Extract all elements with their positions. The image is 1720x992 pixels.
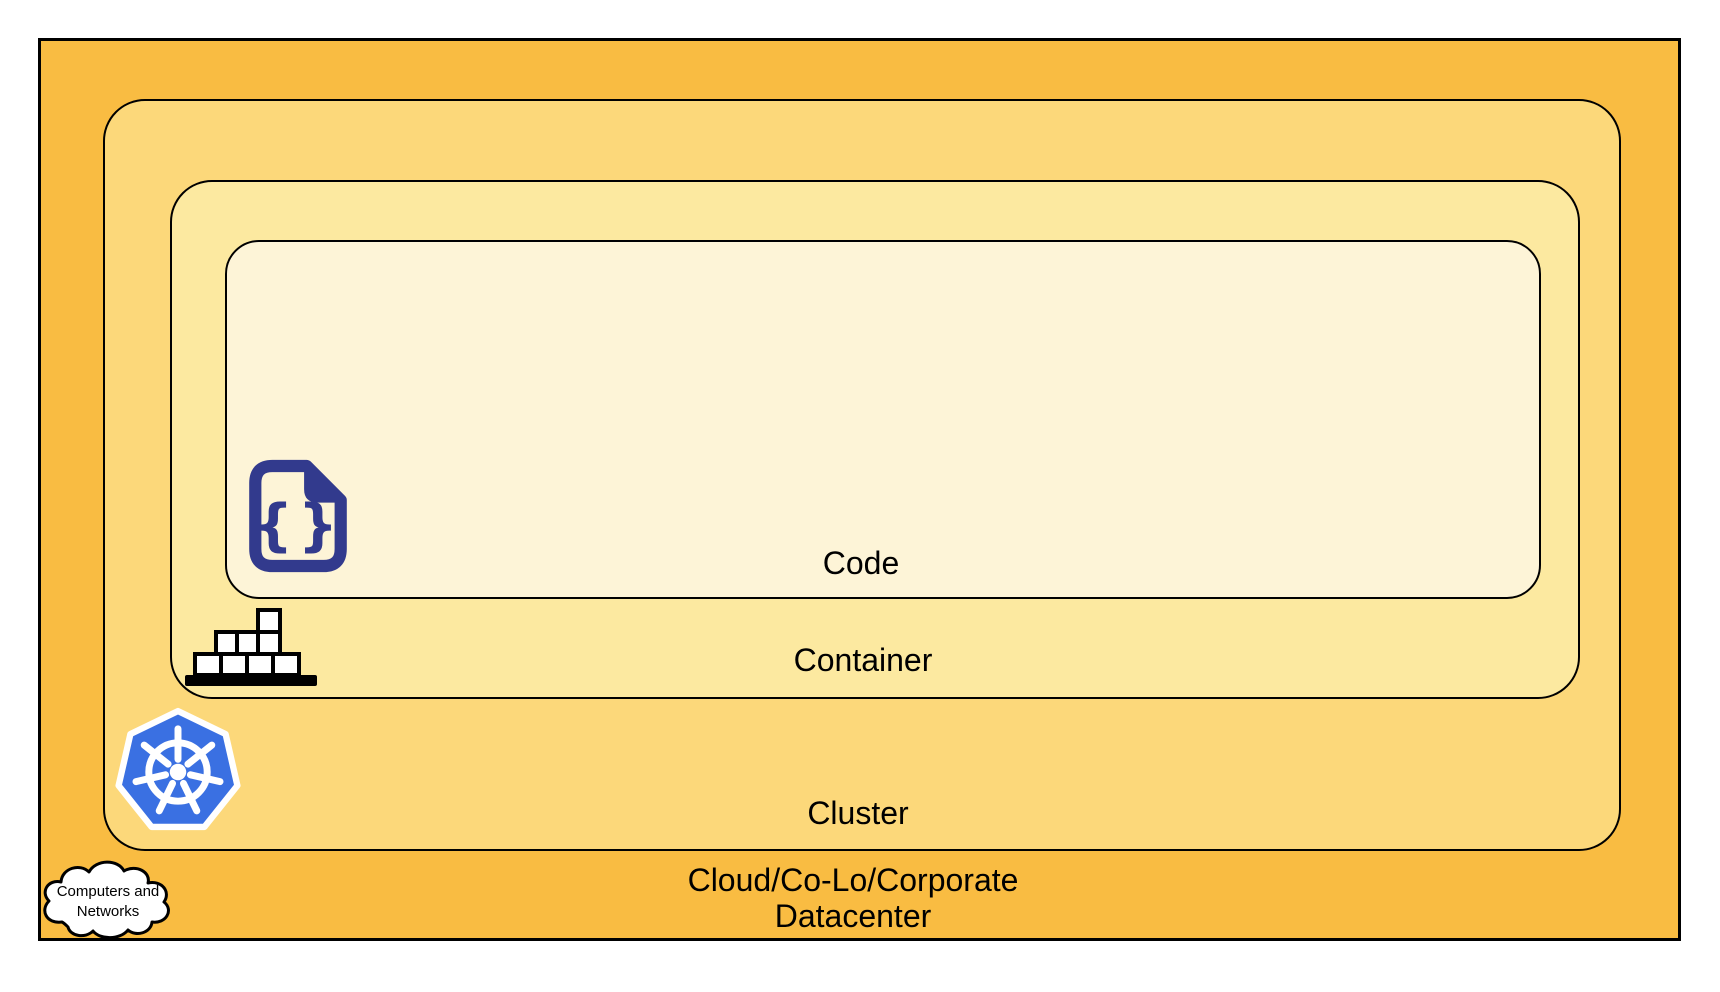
datacenter-label-line2: Datacenter xyxy=(774,898,932,934)
block xyxy=(219,652,249,677)
cloud-text-line2: Networks xyxy=(77,903,140,920)
kubernetes-icon-svg xyxy=(115,707,241,831)
block xyxy=(271,652,301,677)
kubernetes-icon xyxy=(114,706,242,838)
base-bar xyxy=(185,675,317,686)
code-label: Code xyxy=(822,545,900,581)
document-fold-corner xyxy=(304,461,346,503)
container-blocks-icon xyxy=(184,606,318,688)
wheel-hub xyxy=(169,763,187,781)
datacenter-label-line1: Cloud/Co-Lo/Corporate xyxy=(687,862,1019,898)
cloud-text-line1: Computers and xyxy=(57,883,160,900)
cloud-outline xyxy=(43,860,170,940)
computers-networks-cloud-icon: Computers and Networks xyxy=(38,846,188,944)
braces-glyph: {} xyxy=(253,493,343,558)
datacenter-label: Cloud/Co-Lo/Corporate Datacenter xyxy=(688,862,1019,934)
container-blocks-icon-svg xyxy=(185,608,317,686)
cloud-icon-svg: Computers and Networks xyxy=(43,860,170,940)
block xyxy=(193,652,223,677)
block xyxy=(245,652,275,677)
block xyxy=(256,608,282,634)
block xyxy=(235,630,260,656)
block xyxy=(256,630,282,656)
cluster-label: Cluster xyxy=(807,795,909,831)
document-outline xyxy=(249,459,347,573)
code-file-icon: {} xyxy=(236,455,360,577)
code-file-icon-svg: {} xyxy=(249,459,347,573)
wheel-spokes xyxy=(132,725,224,815)
block xyxy=(214,630,239,656)
container-label: Container xyxy=(793,642,933,678)
layer-code xyxy=(225,240,1541,599)
